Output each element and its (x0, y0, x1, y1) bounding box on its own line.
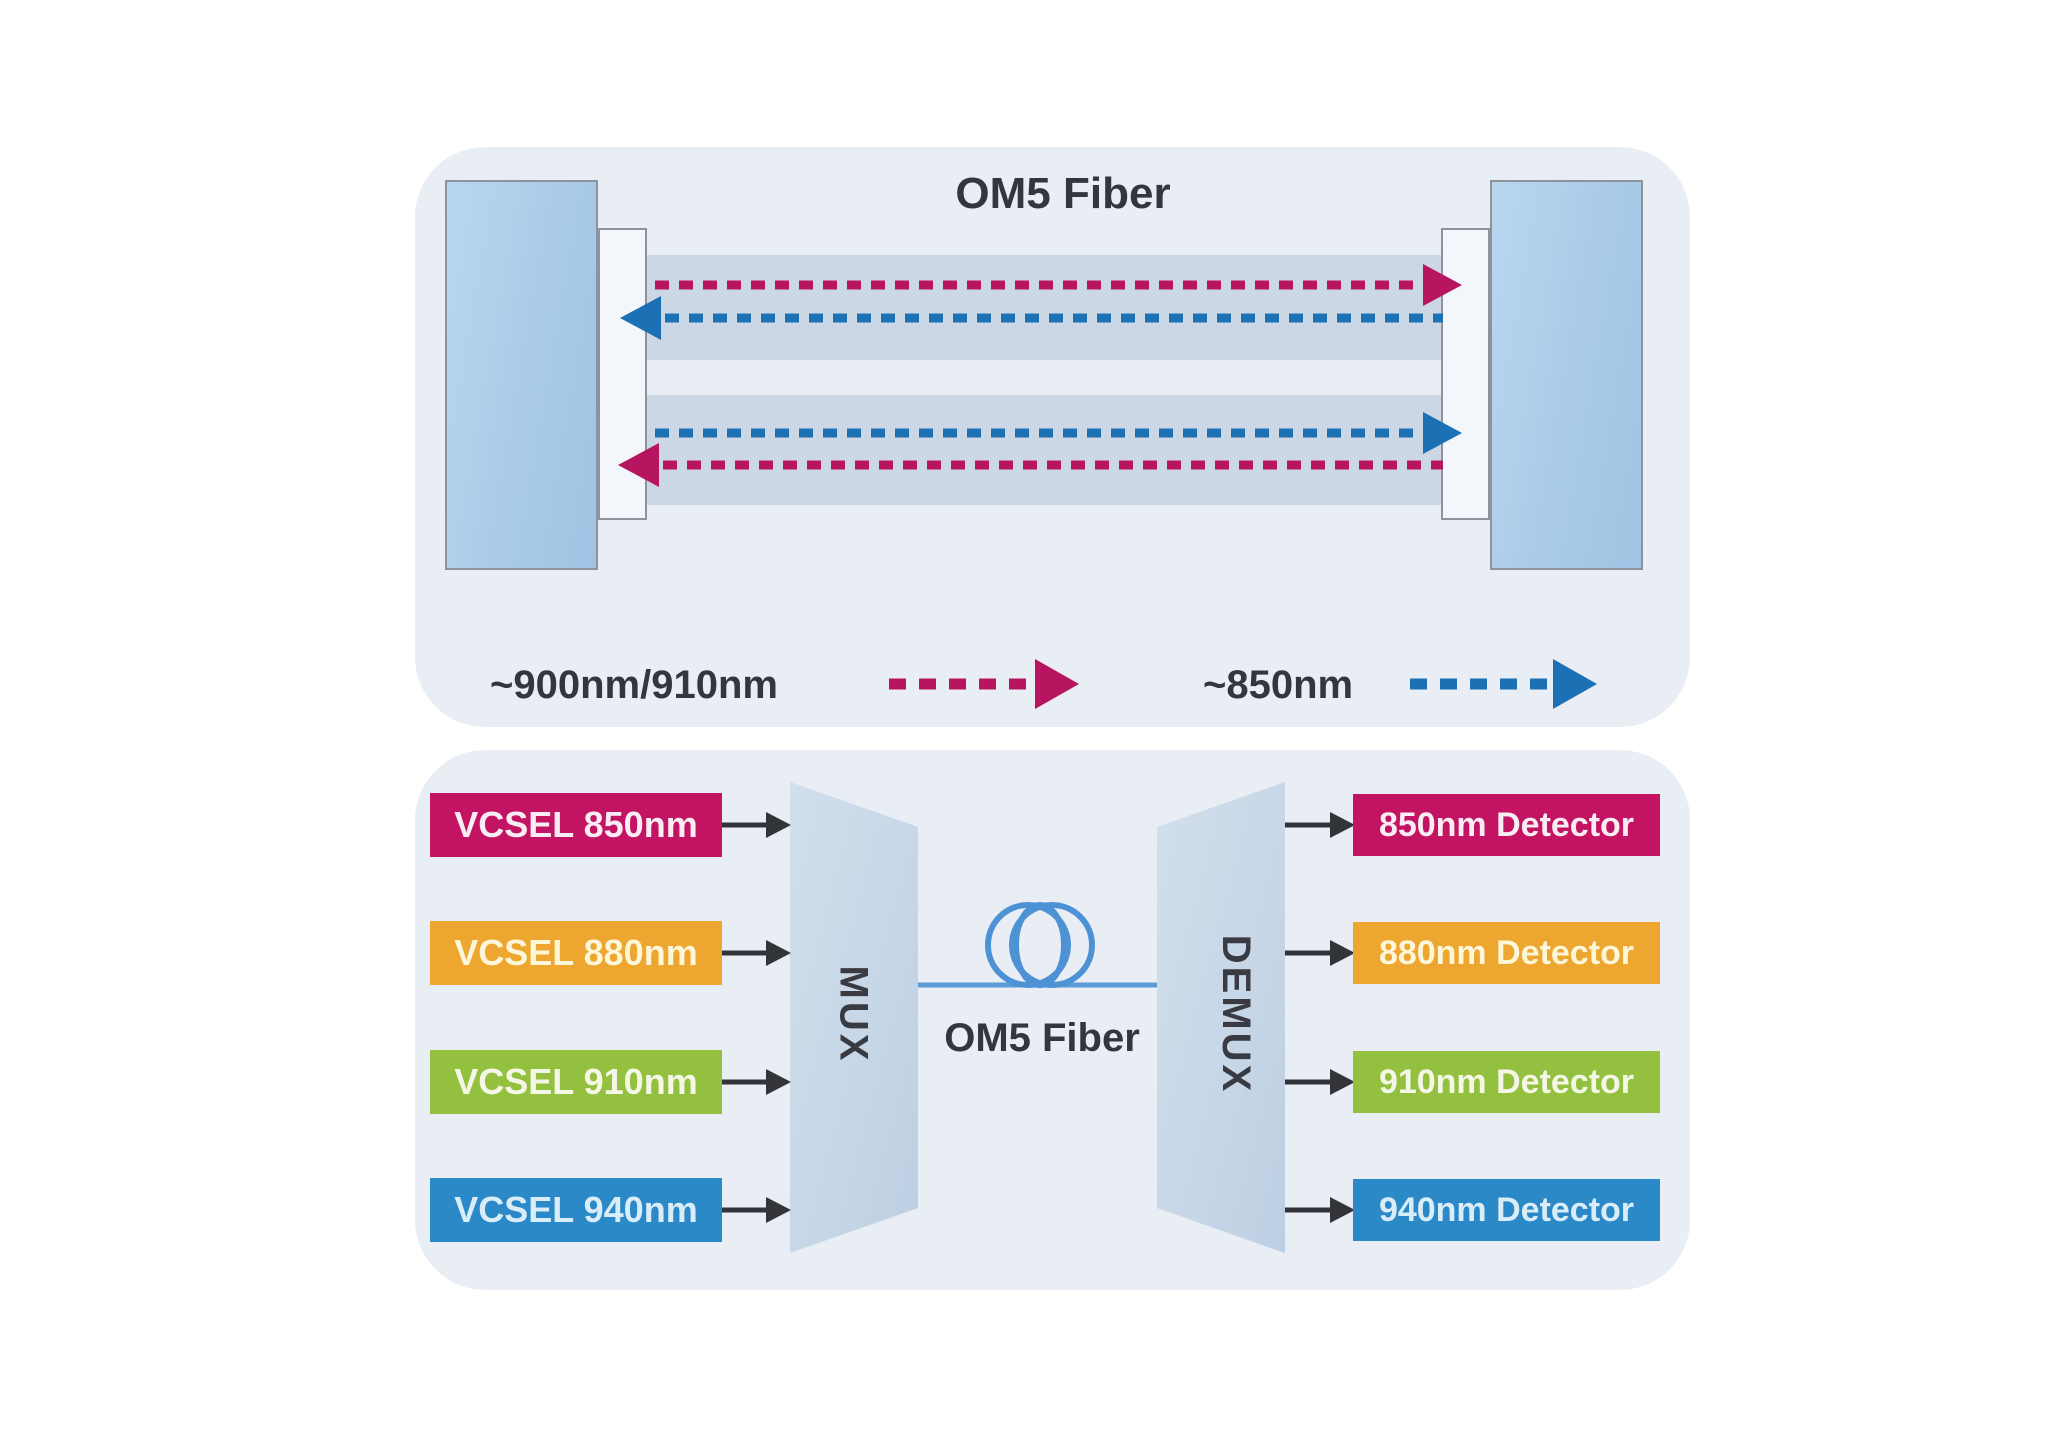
top-panel-title: OM5 Fiber (955, 169, 1171, 218)
right-transceiver (1490, 180, 1643, 570)
legend-label-850nm: ~850nm (1203, 663, 1354, 707)
legend-magenta-arrowhead-icon (1035, 659, 1079, 709)
detector-arrowhead-icons (1330, 812, 1355, 1223)
fiber-coil-icon (985, 902, 1095, 988)
detector-880nm-box: 880nm Detector (1353, 922, 1660, 984)
legend-blue-arrowhead-icon (1553, 659, 1597, 709)
om5-fiber-label: OM5 Fiber (944, 1016, 1140, 1060)
right-connector (1441, 228, 1490, 520)
mux-shape (790, 782, 918, 1253)
detector-850nm-box: 850nm Detector (1353, 794, 1660, 856)
detector-940nm-box: 940nm Detector (1353, 1179, 1660, 1241)
fiber-strand-2 (647, 395, 1441, 505)
legend-label-900nm-910nm: ~900nm/910nm (490, 663, 778, 707)
left-connector (598, 228, 647, 520)
demux-label: DEMUX (1214, 934, 1259, 1095)
mux-demux-panel: VCSEL 850nm VCSEL 880nm VCSEL 910nm VCSE… (415, 750, 1690, 1290)
vcsel-850nm-box: VCSEL 850nm (430, 793, 722, 857)
demux-shape (1157, 782, 1285, 1253)
vcsel-arrowhead-icons (766, 812, 791, 1223)
demux-to-detector-arrows (1285, 822, 1331, 1213)
left-transceiver (445, 180, 598, 570)
detector-910nm-box: 910nm Detector (1353, 1051, 1660, 1113)
fiber-strand-1 (647, 255, 1441, 360)
vcsel-to-mux-arrows (722, 822, 767, 1213)
vcsel-940nm-box: VCSEL 940nm (430, 1178, 722, 1242)
vcsel-910nm-box: VCSEL 910nm (430, 1050, 722, 1114)
vcsel-880nm-box: VCSEL 880nm (430, 921, 722, 985)
duplex-link-panel: OM5 Fiber ~90 (415, 147, 1690, 727)
